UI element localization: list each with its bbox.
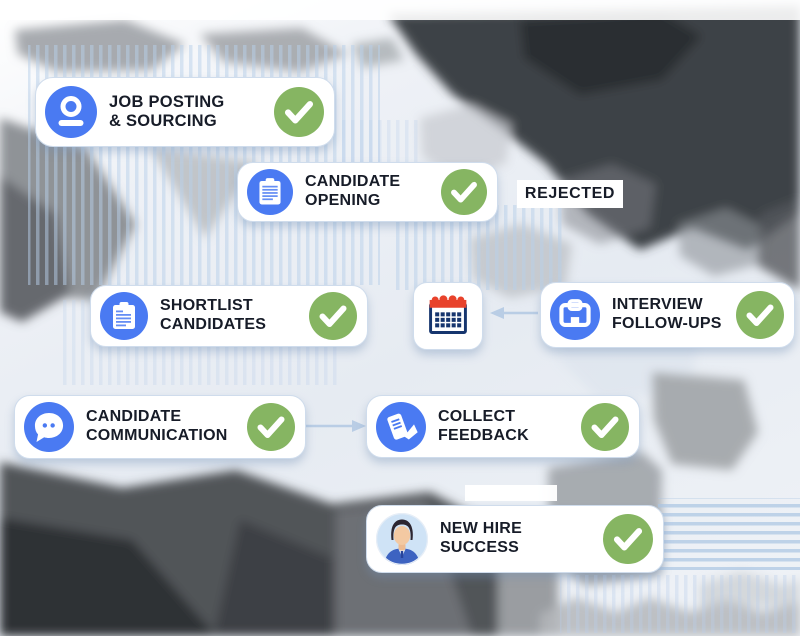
clipboard-check-icon <box>100 292 148 340</box>
user-icon <box>45 86 97 138</box>
card-label: INTERVIEW FOLLOW-UPS <box>612 296 722 333</box>
card-new-hire-success[interactable]: NEW HIRE SUCCESS <box>366 505 664 573</box>
card-label: COLLECT FEEDBACK <box>438 408 529 445</box>
card-label-line1: CANDIDATE <box>305 173 401 191</box>
check-icon <box>581 402 629 451</box>
calendar-icon <box>429 295 467 334</box>
chat-icon <box>24 402 74 452</box>
briefcase-icon <box>550 290 600 340</box>
card-label: CANDIDATE OPENING <box>305 173 400 210</box>
check-icon <box>441 169 487 215</box>
card-label-line2: OPENING <box>305 192 381 209</box>
card-label-line2: CANDIDATES <box>160 316 267 333</box>
rejected-label: REJECTED <box>517 180 623 208</box>
card-label-line1: JOB POSTING <box>109 92 225 111</box>
card-label-line1: NEW HIRE <box>440 520 522 538</box>
card-collect-feedback[interactable]: COLLECT FEEDBACK <box>366 395 640 458</box>
card-label-line1: INTERVIEW <box>612 296 703 314</box>
calendar-card[interactable] <box>413 282 483 350</box>
arrow-followups-to-calendar <box>490 307 538 319</box>
card-label-line2: SUCCESS <box>440 539 520 556</box>
check-icon <box>274 87 324 137</box>
card-shortlist-candidates[interactable]: SHORTLIST CANDIDATES <box>90 285 368 347</box>
card-candidate-communication[interactable]: CANDIDATE COMMUNICATION <box>14 395 306 459</box>
card-interview-follow-ups[interactable]: INTERVIEW FOLLOW-UPS <box>540 282 795 348</box>
check-icon <box>247 403 295 451</box>
card-label-line1: COLLECT <box>438 407 516 425</box>
new-hire-avatar <box>376 513 428 565</box>
arrow-communication-to-feedback <box>304 420 366 432</box>
check-icon <box>736 291 784 339</box>
card-label: JOB POSTING & SOURCING <box>109 93 225 131</box>
card-label: NEW HIRE SUCCESS <box>440 520 522 557</box>
card-label-line2: FEEDBACK <box>438 426 529 444</box>
card-label-line2: COMMUNICATION <box>86 427 228 444</box>
card-label: CANDIDATE COMMUNICATION <box>86 408 228 445</box>
clipboard-icon <box>247 169 293 215</box>
card-job-posting-sourcing[interactable]: JOB POSTING & SOURCING <box>35 77 335 147</box>
check-icon <box>309 292 357 340</box>
blank-label-box <box>465 485 557 501</box>
card-label: SHORTLIST CANDIDATES <box>160 297 266 334</box>
card-candidate-opening[interactable]: CANDIDATE OPENING <box>237 162 498 222</box>
card-label-line2: FOLLOW-UPS <box>612 315 722 332</box>
card-label-line1: CANDIDATE <box>86 408 182 426</box>
card-label-line1: SHORTLIST <box>160 297 253 315</box>
card-label-line2: & SOURCING <box>109 112 217 130</box>
feedback-icon <box>376 401 426 452</box>
check-icon <box>603 514 653 564</box>
